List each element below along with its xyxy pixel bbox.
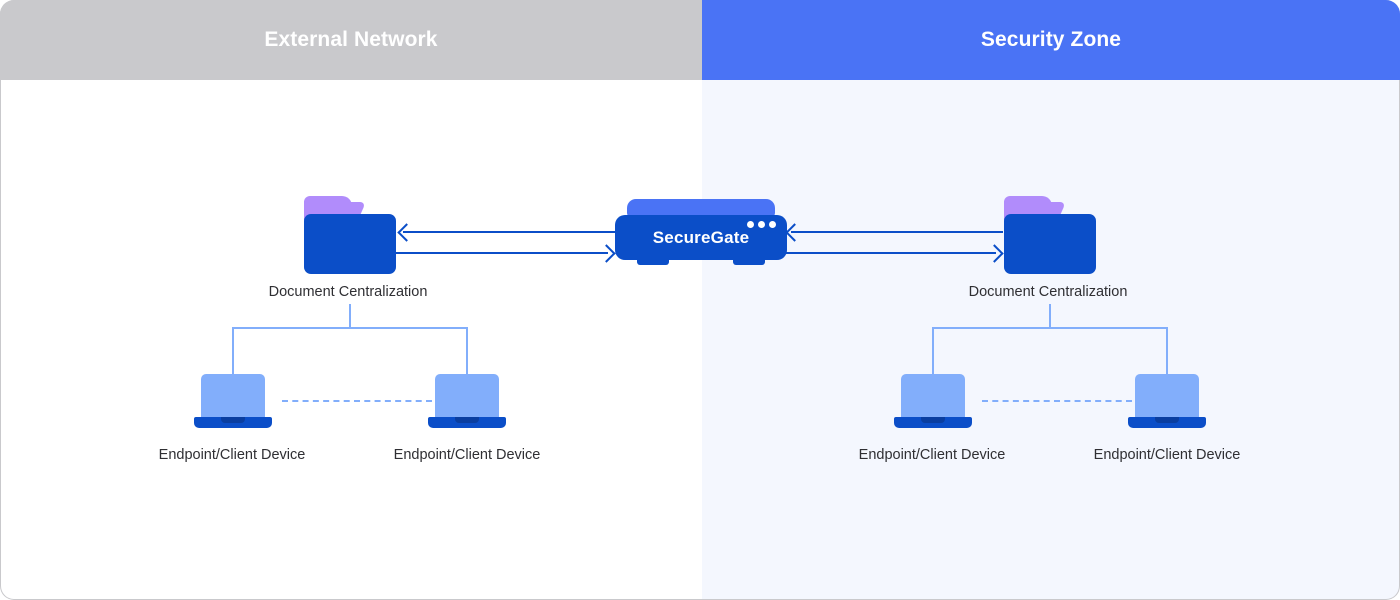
- external-document-repository-icon: [304, 196, 396, 274]
- security-zone-panel: [702, 0, 1400, 600]
- laptop-notch-icon: [1155, 417, 1179, 423]
- external-connector-drop-2: [466, 327, 468, 376]
- flow-external-repo-to-gateway-line: [396, 252, 608, 254]
- gateway-label: SecureGate: [652, 227, 750, 247]
- gateway-status-leds-icon: [747, 221, 776, 228]
- security-endpoint-device-1-label: Endpoint/Client Device: [858, 447, 1006, 463]
- security-endpoint-device-2-label: Endpoint/Client Device: [1093, 447, 1241, 463]
- security-endpoint-device-1-icon: [894, 374, 972, 430]
- gateway-foot-left-icon: [637, 260, 669, 265]
- flow-gateway-to-security-repo-line: [784, 252, 996, 254]
- external-endpoint-device-2-label: Endpoint/Client Device: [393, 447, 541, 463]
- laptop-screen-icon: [201, 374, 265, 417]
- gateway-foot-right-icon: [733, 260, 765, 265]
- laptop-screen-icon: [901, 374, 965, 417]
- external-network-title: External Network: [264, 28, 438, 51]
- external-network-panel: [0, 0, 702, 600]
- security-connector-drop-2: [1166, 327, 1168, 376]
- security-zone-header: Security Zone: [702, 0, 1400, 80]
- flow-security-repo-to-gateway-line: [791, 231, 1003, 233]
- laptop-screen-icon: [1135, 374, 1199, 417]
- gateway-led-2-icon: [758, 221, 765, 228]
- folder-body-icon: [304, 214, 396, 274]
- external-endpoint-device-2-icon: [428, 374, 506, 430]
- laptop-notch-icon: [221, 417, 245, 423]
- gateway-led-3-icon: [769, 221, 776, 228]
- gateway-led-1-icon: [747, 221, 754, 228]
- laptop-notch-icon: [921, 417, 945, 423]
- security-repository-label: Document Centralization: [968, 284, 1128, 300]
- security-connector-stem: [1049, 304, 1051, 328]
- flow-gateway-to-external-repo-line: [403, 231, 615, 233]
- security-document-repository-icon: [1004, 196, 1096, 274]
- security-connector-bus: [932, 327, 1168, 329]
- external-connector-drop-1: [232, 327, 234, 376]
- gateway-body-icon: SecureGate: [615, 215, 787, 260]
- security-endpoint-device-2-icon: [1128, 374, 1206, 430]
- external-peer-link: [282, 400, 432, 402]
- laptop-screen-icon: [435, 374, 499, 417]
- external-connector-stem: [349, 304, 351, 328]
- external-network-header: External Network: [0, 0, 702, 80]
- security-connector-drop-1: [932, 327, 934, 376]
- security-peer-link: [982, 400, 1132, 402]
- external-connector-bus: [232, 327, 468, 329]
- gateway-lid-icon: [627, 199, 775, 217]
- secure-gateway-appliance[interactable]: SecureGate: [615, 199, 787, 269]
- laptop-notch-icon: [455, 417, 479, 423]
- external-endpoint-device-1-icon: [194, 374, 272, 430]
- folder-body-icon: [1004, 214, 1096, 274]
- security-zone-title: Security Zone: [980, 28, 1122, 51]
- external-endpoint-device-1-label: Endpoint/Client Device: [158, 447, 306, 463]
- external-repository-label: Document Centralization: [268, 284, 428, 300]
